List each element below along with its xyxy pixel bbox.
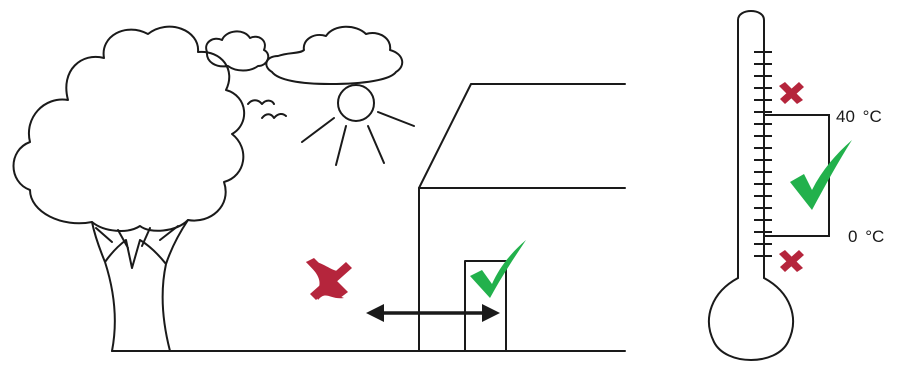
upper-limit-label: 40 °C [836, 107, 882, 126]
cloud-icon [266, 27, 402, 84]
thermometer-icon [709, 11, 793, 360]
double-arrow-icon [366, 304, 500, 322]
house-icon [419, 84, 625, 351]
cross-icon [779, 250, 804, 272]
range-bracket [764, 115, 829, 236]
sun-icon [302, 85, 414, 165]
check-icon [790, 140, 852, 210]
bird-icon [248, 100, 274, 104]
cross-icon [779, 82, 804, 104]
lower-limit-label: 0 °C [848, 227, 884, 246]
tree-icon [14, 27, 245, 351]
bird-icon [262, 114, 286, 118]
cloud-icon [206, 31, 268, 70]
check-icon [470, 240, 526, 298]
